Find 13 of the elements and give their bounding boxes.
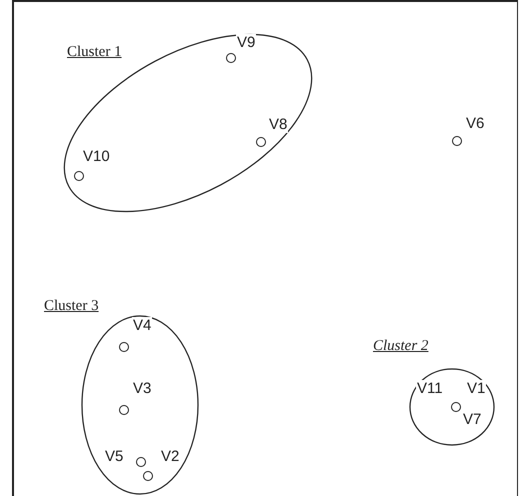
data-point	[451, 402, 461, 412]
data-point	[74, 171, 84, 181]
data-point	[256, 137, 266, 147]
data-point	[143, 471, 153, 481]
data-point	[119, 342, 129, 352]
data-point	[136, 457, 146, 467]
data-point	[452, 136, 462, 146]
cluster-label: Cluster 1	[67, 43, 122, 61]
data-point	[119, 405, 129, 415]
data-point	[226, 53, 236, 63]
cluster-label: Cluster 3	[44, 297, 99, 315]
point-label: V8	[268, 116, 288, 133]
cluster-label: Cluster 2	[373, 337, 428, 355]
